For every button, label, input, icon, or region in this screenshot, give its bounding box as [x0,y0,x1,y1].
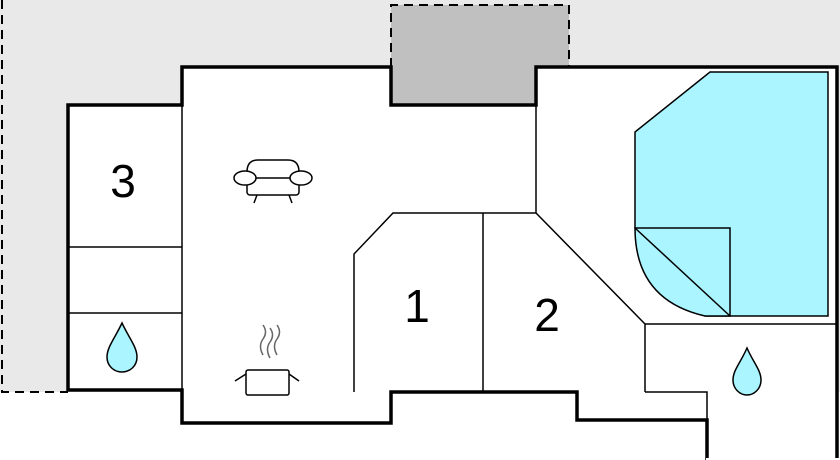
sofa-icon [233,159,313,204]
room-1-label: 1 [404,280,430,332]
bottom-edge-mask [706,458,839,460]
interior-walls [68,105,837,420]
terrace-dashed-border [1,0,68,393]
swimming-pool-icon [634,71,829,317]
room-2-label: 2 [534,289,560,341]
cooking-pot-icon [234,324,300,396]
exterior-walls [66,65,839,460]
pool-steps-diagonal [634,227,731,317]
water-drop-icon [732,346,762,396]
water-drop-icon [106,321,138,373]
carport-dashed-border [390,4,570,67]
room-3-label: 3 [110,155,136,207]
